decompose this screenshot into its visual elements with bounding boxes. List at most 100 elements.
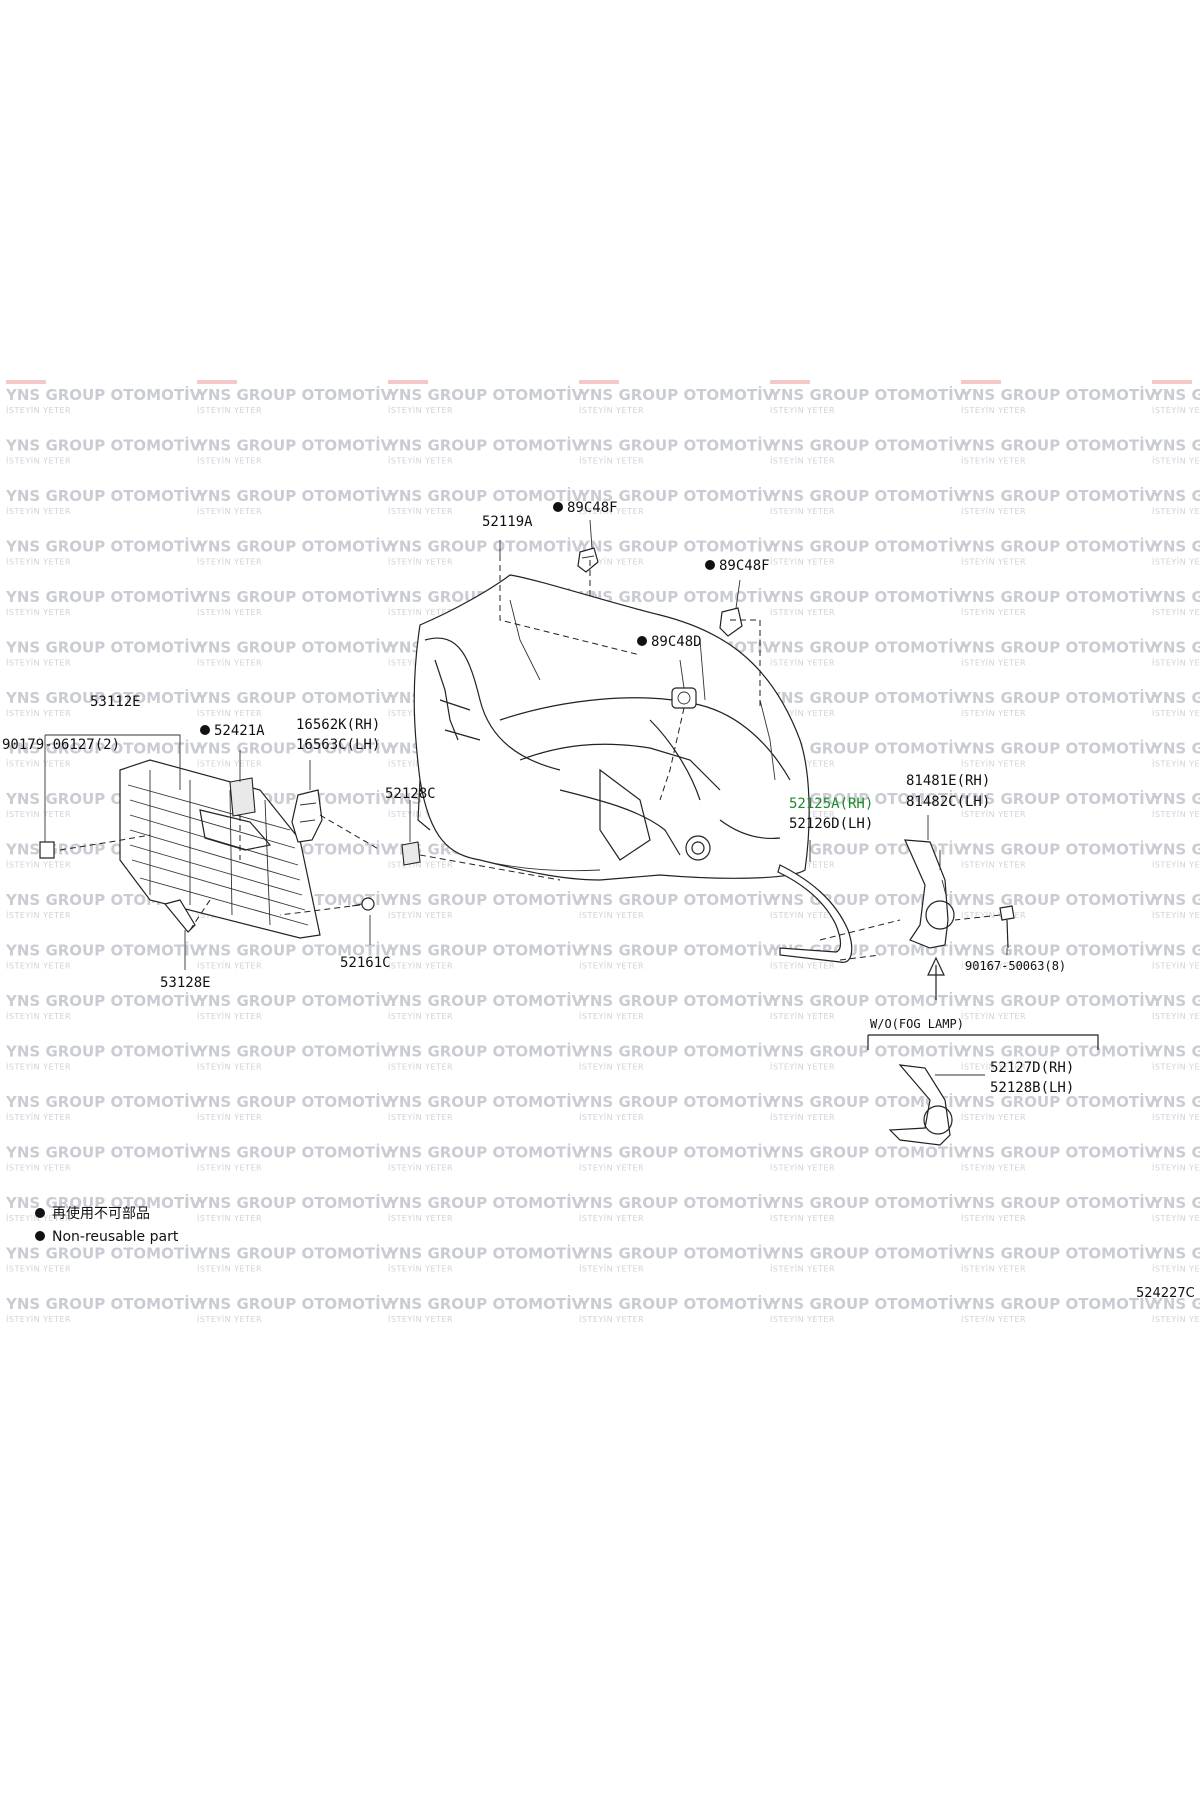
label-52128C: 52128C bbox=[385, 786, 436, 802]
watermark-bar bbox=[6, 380, 46, 384]
wo-fog-bracket bbox=[867, 1034, 1099, 1050]
watermark-title: YNS GROUP OTOMOTİV bbox=[196, 638, 393, 657]
watermark-subtitle: İSTEYİN YETER bbox=[197, 506, 262, 516]
watermark-subtitle: İSTEYİN YETER bbox=[6, 759, 71, 769]
watermark-subtitle: İSTEYİN YETER bbox=[1152, 1112, 1200, 1122]
watermark-subtitle: İSTEYİN YETER bbox=[579, 506, 644, 516]
watermark-title: YNS GROUP OTOMOTİV bbox=[1151, 486, 1200, 505]
watermark-subtitle: İSTEYİN YETER bbox=[1152, 1314, 1200, 1324]
watermark-subtitle: İSTEYİN YETER bbox=[388, 961, 453, 971]
watermark-subtitle: İSTEYİN YETER bbox=[6, 860, 71, 870]
watermark-subtitle: İSTEYİN YETER bbox=[6, 405, 71, 415]
sensor-89c48d bbox=[671, 687, 697, 709]
watermark-title: YNS GROUP OTOMOTİV bbox=[769, 638, 966, 657]
label-52161C: 52161C bbox=[340, 955, 391, 971]
watermark-title: YNS GROUP OTOMOTİV bbox=[387, 436, 584, 455]
label-90167: 90167-50063(8) bbox=[965, 959, 1066, 973]
watermark-title: YNS GROUP OTOMOTİV bbox=[960, 739, 1157, 758]
watermark-subtitle: İSTEYİN YETER bbox=[6, 607, 71, 617]
label-52128B: 52128B(LH) bbox=[990, 1080, 1074, 1096]
watermark-title: YNS GROUP OTOMOTİV bbox=[960, 1042, 1157, 1061]
watermark-title: YNS GROUP OTOMOTİV bbox=[196, 537, 393, 556]
legend-bullet-icon-2 bbox=[35, 1231, 45, 1241]
watermark-title: YNS GROUP OTOMOTİV bbox=[5, 486, 202, 505]
watermark-title: YNS GROUP OTOMOTİV bbox=[1151, 1244, 1200, 1263]
watermark-title: YNS GROUP OTOMOTİV bbox=[769, 385, 966, 404]
watermark-subtitle: İSTEYİN YETER bbox=[770, 557, 835, 567]
label-52125A: 52125A(RH) bbox=[789, 796, 873, 812]
watermark-subtitle: İSTEYİN YETER bbox=[388, 1062, 453, 1072]
watermark-title: YNS GROUP OTOMOTİV bbox=[578, 436, 775, 455]
watermark-subtitle: İSTEYİN YETER bbox=[197, 1062, 262, 1072]
watermark-title: YNS GROUP OTOMOTİV bbox=[769, 486, 966, 505]
watermark-subtitle: İSTEYİN YETER bbox=[197, 708, 262, 718]
watermark-subtitle: İSTEYİN YETER bbox=[1152, 1264, 1200, 1274]
watermark-subtitle: İSTEYİN YETER bbox=[1152, 961, 1200, 971]
sensor-89c48f-b bbox=[719, 607, 743, 637]
watermark-subtitle: İSTEYİN YETER bbox=[197, 1314, 262, 1324]
watermark-subtitle: İSTEYİN YETER bbox=[770, 1213, 835, 1223]
watermark-subtitle: İSTEYİN YETER bbox=[579, 557, 644, 567]
watermark-subtitle: İSTEYİN YETER bbox=[6, 910, 71, 920]
watermark-subtitle: İSTEYİN YETER bbox=[6, 1264, 71, 1274]
watermark-title: YNS GROUP OTOMOTİV bbox=[960, 1092, 1157, 1111]
watermark-title: YNS GROUP OTOMOTİV bbox=[387, 991, 584, 1010]
watermark-title: YNS GROUP OTOMOTİV bbox=[387, 537, 584, 556]
fog-cover-52127D bbox=[888, 1064, 953, 1146]
watermark-subtitle: İSTEYİN YETER bbox=[6, 961, 71, 971]
part-labels: 52119A 89C48F 89C48F 89C48D 53112E 90179… bbox=[2, 500, 1074, 1096]
cover-52128C bbox=[401, 841, 421, 866]
watermark-subtitle: İSTEYİN YETER bbox=[197, 557, 262, 567]
watermark-subtitle: İSTEYİN YETER bbox=[579, 456, 644, 466]
watermark-subtitle: İSTEYİN YETER bbox=[388, 557, 453, 567]
watermark-title: YNS GROUP OTOMOTİV bbox=[5, 739, 202, 758]
watermark-title: YNS GROUP OTOMOTİV bbox=[960, 537, 1157, 556]
watermark-subtitle: İSTEYİN YETER bbox=[6, 1213, 71, 1223]
watermark-title: YNS GROUP OTOMOTİV bbox=[769, 1193, 966, 1212]
watermark-title: YNS GROUP OTOMOTİV bbox=[1151, 537, 1200, 556]
watermark-title: YNS GROUP OTOMOTİV bbox=[1151, 638, 1200, 657]
screw-90167 bbox=[999, 905, 1015, 949]
watermark-subtitle: İSTEYİN YETER bbox=[6, 658, 71, 668]
watermark-title: YNS GROUP OTOMOTİV bbox=[1151, 385, 1200, 404]
watermark-subtitle: İSTEYİN YETER bbox=[961, 1213, 1026, 1223]
watermark-title: YNS GROUP OTOMOTİV bbox=[769, 1294, 966, 1313]
watermark-subtitle: İSTEYİN YETER bbox=[961, 1011, 1026, 1021]
watermark-title: YNS GROUP OTOMOTİV bbox=[1151, 1042, 1200, 1061]
legend-jp: 再使用不可部品 bbox=[52, 1205, 150, 1222]
